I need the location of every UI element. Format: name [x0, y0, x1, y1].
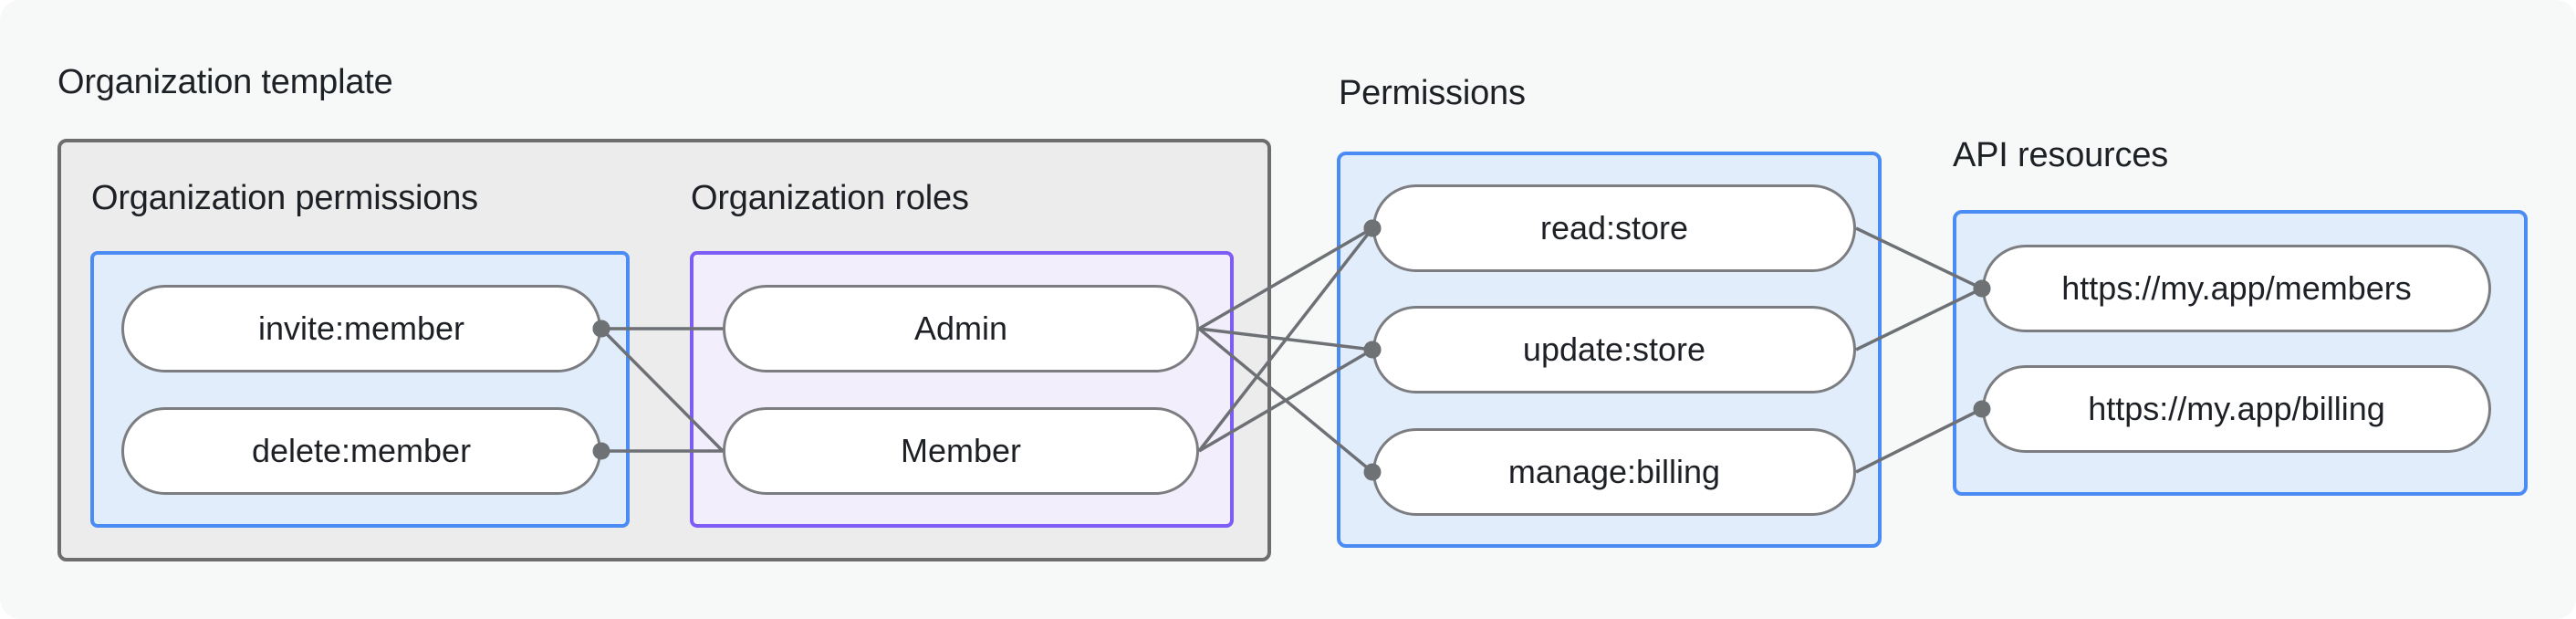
organization-roles-heading: Organization roles	[691, 179, 969, 217]
node-update-store: update:store	[1372, 306, 1856, 393]
organization-permissions-heading: Organization permissions	[91, 179, 478, 217]
node-api-members: https://my.app/members	[1982, 245, 2491, 332]
node-invite-member: invite:member	[121, 285, 601, 372]
node-read-store: read:store	[1372, 184, 1856, 272]
organization-template-heading: Organization template	[57, 63, 393, 101]
node-member: Member	[723, 407, 1199, 495]
api-resources-heading: API resources	[1953, 136, 2169, 174]
permissions-heading: Permissions	[1339, 74, 1526, 112]
node-admin: Admin	[723, 285, 1199, 372]
node-manage-billing: manage:billing	[1372, 428, 1856, 516]
node-api-billing: https://my.app/billing	[1982, 365, 2491, 453]
node-delete-member: delete:member	[121, 407, 601, 495]
